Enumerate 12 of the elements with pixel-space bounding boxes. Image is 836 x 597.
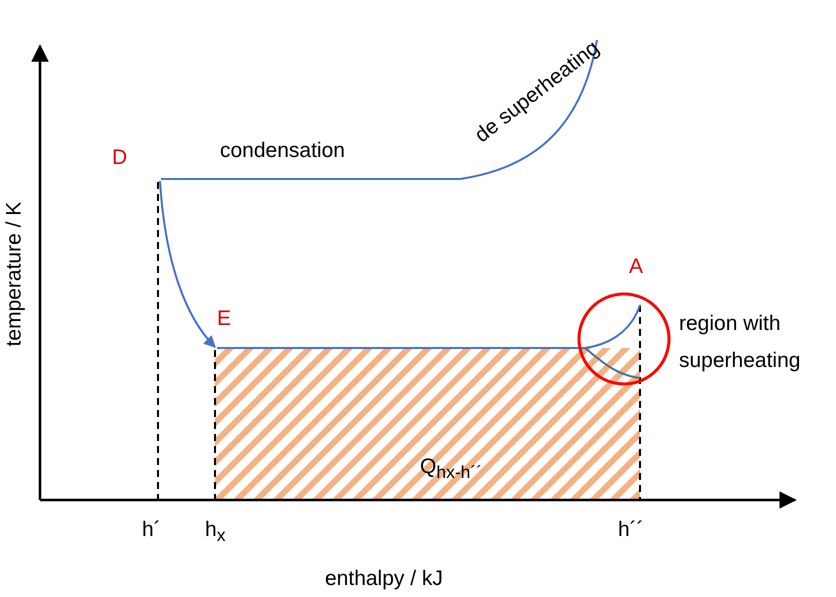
region-label: region with superheating xyxy=(679,311,802,374)
point-label: D xyxy=(112,146,128,170)
point-label: E xyxy=(217,307,232,332)
axis-value-label: h´´ xyxy=(618,518,644,542)
area-label: Q$_{hx-h´´}$ xyxy=(420,455,482,482)
axis-label: temperature / K xyxy=(2,202,26,346)
point-label: A xyxy=(629,255,644,280)
axis-value-label: h$_{x}$ xyxy=(205,518,226,546)
axis-value-label: h´ xyxy=(142,518,161,542)
curve-label: condensation xyxy=(220,139,345,164)
axis-label: enthalpy / kJ xyxy=(325,567,443,592)
process-arrow xyxy=(159,180,216,348)
